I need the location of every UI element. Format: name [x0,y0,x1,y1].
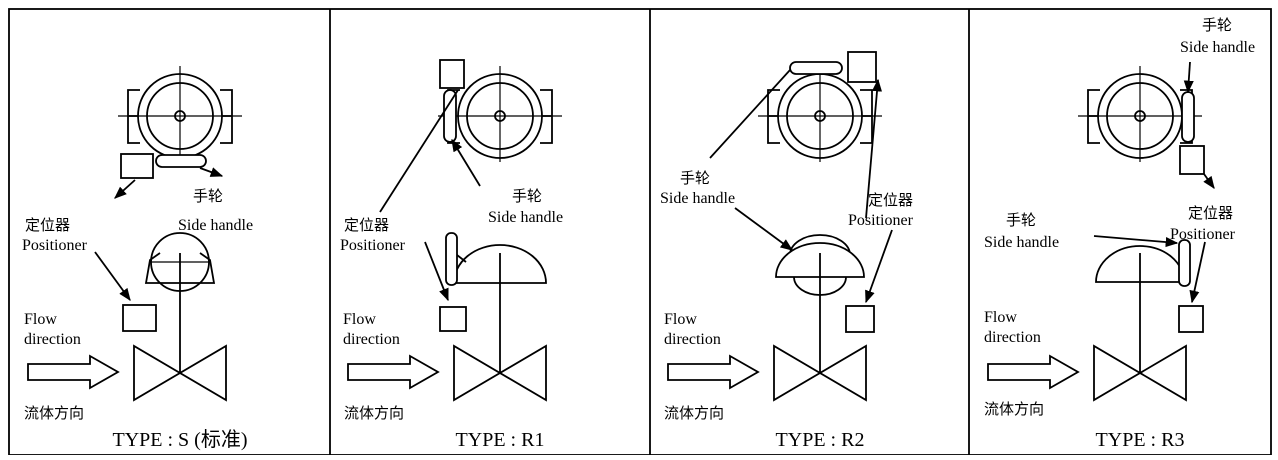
top-view-valve [758,66,882,162]
positioner-box-top [847,51,877,83]
handle-en-label: Side handle [488,209,563,226]
flow-en-2: direction [343,331,400,348]
flow-en-1: Flow [984,309,1017,326]
side-handle-top [155,154,207,168]
positioner-cn-label: 定位器 [868,191,913,209]
handle-en-label: Side handle [178,217,253,234]
handle-cn-label: 手轮 [512,187,542,205]
top-view-valve [438,66,562,162]
side-handle-top [1181,91,1195,143]
positioner-en-label: Positioner [1170,226,1236,243]
type-label: TYPE : R2 [776,429,865,451]
handle-cn-label-top: 手轮 [1202,16,1232,34]
panel-type-s: 手轮 Side handle 定位器 Positioner Flow direc… [22,66,253,451]
positioner-en-label: Positioner [22,237,88,254]
type-label: TYPE : R3 [1096,429,1185,451]
flow-cn: 流体方向 [24,404,84,422]
handle-cn-label: 手轮 [193,187,223,205]
positioner-box-top [1179,145,1205,175]
top-view-valve [118,66,242,162]
panel-type-r3: 手轮 Side handle 手轮 Side handle 定位器 Positi… [984,16,1255,451]
positioner-box [439,306,467,332]
side-handle-top [443,89,457,143]
side-handle [445,232,458,286]
side-handle-top [789,61,843,75]
positioner-box [845,305,875,333]
positioner-box-top [120,153,154,179]
positioner-box-top [439,59,465,89]
flow-cn: 流体方向 [984,400,1044,418]
flow-en-1: Flow [343,311,376,328]
positioner-cn-label: 定位器 [344,216,389,234]
positioner-en-label: Positioner [340,237,406,254]
handle-en-label: Side handle [984,234,1059,251]
positioner-cn-label: 定位器 [25,216,70,234]
flow-en-1: Flow [664,311,697,328]
handle-cn-label: 手轮 [1006,211,1036,229]
type-label: TYPE : S (标准) [113,428,248,451]
handle-en-label-top: Side handle [1180,39,1255,56]
flow-cn: 流体方向 [344,404,404,422]
positioner-en-label: Positioner [848,212,914,229]
handle-en-label: Side handle [660,190,735,207]
type-label: TYPE : R1 [456,429,545,451]
flow-en-2: direction [984,329,1041,346]
positioner-box [1178,305,1204,333]
flow-en-2: direction [664,331,721,348]
flow-en-2: direction [24,331,81,348]
handle-cn-label: 手轮 [680,169,710,187]
positioner-cn-label: 定位器 [1188,204,1233,222]
flow-cn: 流体方向 [664,404,724,422]
side-handle [1178,239,1191,287]
positioner-box [122,304,157,332]
panel-type-r2: 手轮 Side handle 定位器 Positioner Flow direc… [660,51,914,451]
flow-en-1: Flow [24,311,57,328]
panel-type-r1: 手轮 Side handle 定位器 Positioner Flow direc… [340,59,563,451]
